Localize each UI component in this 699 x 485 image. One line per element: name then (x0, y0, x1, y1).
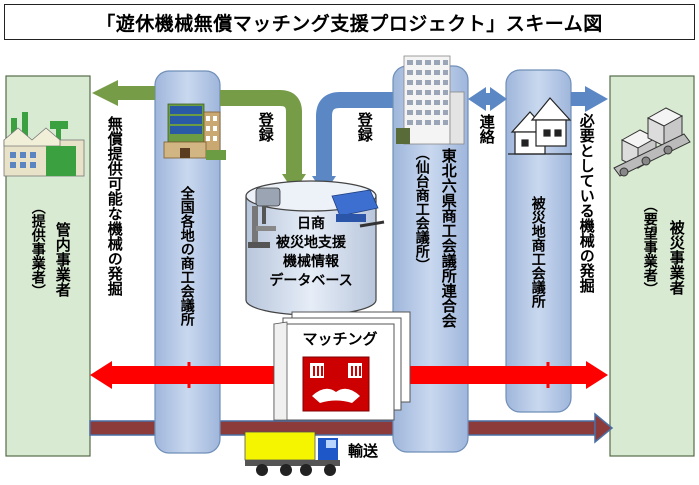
matching-arrow-right (408, 361, 608, 389)
contact-arrow (468, 87, 507, 111)
national-chambers-pillar (154, 70, 221, 454)
database-label-1: 日商 (297, 216, 325, 232)
tohoku-federation-label: 東北六県商工会議所連合会 (439, 148, 458, 328)
register-arrow-right (312, 92, 393, 194)
tower-building-icon (396, 55, 465, 145)
diagram-title: 「遊休機械無償マッチング支援プロジェクト」スキーム図 (96, 12, 603, 35)
register-right-label: 登録 (355, 112, 374, 142)
free-machines-label: 無償提供可能な機械の発掘 (105, 116, 124, 296)
conveyor-boxes-icon (613, 107, 691, 177)
handshake-icon (302, 356, 370, 412)
sendai-chamber-label: （仙台商工会議所） (413, 146, 430, 272)
title-box: 「遊休機械無償マッチング支援プロジェクト」スキーム図 (4, 4, 695, 40)
provider-org-label: 管内事業者 (53, 222, 72, 297)
matching-label: マッチング (302, 330, 378, 348)
database-label-4: データベース (269, 273, 353, 289)
disaster-chambers-pillar (505, 69, 572, 413)
matching-arrow-left (90, 361, 278, 389)
drill-press-icon (248, 187, 281, 248)
office-building-icon (163, 103, 226, 160)
transport-label: 輸送 (347, 442, 378, 460)
needed-machines-label: 必要としている機械の発掘 (577, 113, 596, 293)
provider-org-sublabel: （提供事業者） (29, 200, 46, 298)
contact-label: 連絡 (477, 114, 496, 144)
national-chambers-label: 全国各地の商工会議所 (178, 186, 195, 326)
register-left-label: 登録 (256, 112, 275, 142)
recipient-org-label: 被災事業者 (667, 220, 686, 295)
disaster-chambers-label: 被災地商工会議所 (529, 196, 546, 308)
recipient-org-sublabel: （要望事業者） (641, 198, 658, 296)
needed-machines-arrow (571, 86, 608, 112)
houses-icon (508, 97, 572, 155)
truck-icon (244, 431, 340, 476)
database-label-3: 機械情報 (283, 254, 339, 270)
factory-icon (3, 112, 85, 177)
vise-icon (331, 189, 385, 228)
database-label-2: 被災地支援 (276, 235, 346, 251)
free-machines-arrow (92, 80, 155, 106)
